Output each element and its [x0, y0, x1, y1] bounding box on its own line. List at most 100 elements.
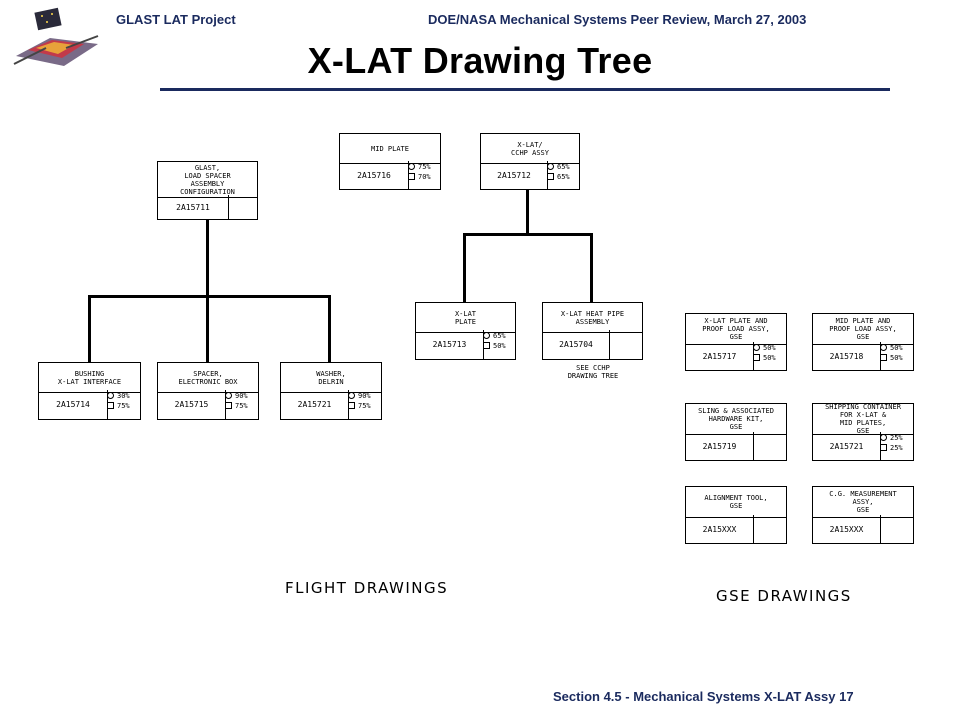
square-status-icon — [880, 444, 887, 451]
drawing-number: 2A15711 — [158, 195, 229, 219]
drawing-number: 2A15716 — [340, 161, 409, 189]
drawing-number: 2A15717 — [686, 342, 754, 370]
connector-line — [206, 219, 209, 296]
percent-complete: 65% — [557, 172, 570, 181]
status-marks: 30% 75% — [105, 390, 140, 419]
percent-complete: 90% — [235, 391, 248, 400]
percent-complete: 65% — [557, 162, 570, 171]
percent-complete: 50% — [890, 343, 903, 352]
percent-complete: 50% — [493, 341, 506, 350]
percent-complete: 75% — [418, 162, 431, 171]
box-title: MID PLATE — [371, 144, 409, 153]
percent-complete: 50% — [763, 353, 776, 362]
connector-line — [526, 189, 529, 235]
header-project: GLAST LAT Project — [116, 12, 236, 27]
connector-line — [590, 233, 593, 302]
percent-complete: 25% — [890, 443, 903, 452]
circle-status-icon — [483, 332, 490, 339]
percent-complete: 75% — [117, 401, 130, 410]
circle-status-icon — [880, 344, 887, 351]
box-title: SPACER, ELECTRONIC BOX — [178, 369, 238, 386]
drawing-number: 2A15XXX — [813, 515, 881, 543]
box-shipping-container: SHIPPING CONTAINER FOR X-LAT & MID PLATE… — [812, 403, 914, 461]
box-title: SHIPPING CONTAINER FOR X-LAT & MID PLATE… — [825, 403, 901, 435]
footer-section: Section 4.5 - Mechanical Systems X-LAT A… — [553, 689, 854, 704]
drawing-number: 2A15721 — [281, 390, 349, 419]
drawing-number: 2A15719 — [686, 432, 754, 460]
box-title: BUSHING X-LAT INTERFACE — [57, 369, 122, 386]
box-bushing: BUSHING X-LAT INTERFACE 2A15714 30% 75% — [38, 362, 141, 420]
status-marks: 75% 70% — [406, 161, 440, 189]
box-title: X-LAT PLATE — [454, 309, 477, 326]
box-title: X-LAT HEAT PIPE ASSEMBLY — [560, 309, 625, 326]
page-title: X-LAT Drawing Tree — [307, 40, 653, 81]
circle-status-icon — [225, 392, 232, 399]
percent-complete: 65% — [493, 331, 506, 340]
circle-status-icon — [880, 434, 887, 441]
drawing-number: 2A15721 — [813, 432, 881, 460]
percent-complete: 75% — [235, 401, 248, 410]
connector-line — [89, 295, 330, 298]
status-marks: 50% 50% — [751, 342, 786, 370]
percent-complete: 50% — [890, 353, 903, 362]
flight-drawings-label: FLIGHT DRAWINGS — [285, 579, 449, 597]
square-status-icon — [408, 173, 415, 180]
glast-logo — [13, 7, 99, 66]
square-status-icon — [753, 354, 760, 361]
connector-line — [328, 295, 331, 362]
circle-status-icon — [753, 344, 760, 351]
connector-line — [464, 233, 592, 236]
box-title: WASHER, DELRIN — [316, 369, 346, 386]
connector-line — [463, 233, 466, 302]
gse-drawings-label: GSE DRAWINGS — [716, 587, 852, 605]
square-status-icon — [547, 173, 554, 180]
status-marks: 90% 75% — [346, 390, 381, 419]
square-status-icon — [880, 354, 887, 361]
square-status-icon — [483, 342, 490, 349]
drawing-number: 2A15XXX — [686, 515, 754, 543]
percent-complete: 90% — [358, 391, 371, 400]
box-washer: WASHER, DELRIN 2A15721 90% 75% — [280, 362, 382, 420]
square-status-icon — [348, 402, 355, 409]
percent-complete: 70% — [418, 172, 431, 181]
title-rule — [160, 88, 890, 91]
box-title: X-LAT PLATE AND PROOF LOAD ASSY, GSE — [702, 317, 770, 341]
status-marks: 65% 65% — [545, 161, 579, 189]
circle-status-icon — [107, 392, 114, 399]
drawing-number: 2A15718 — [813, 342, 881, 370]
box-heat-pipe: X-LAT HEAT PIPE ASSEMBLY 2A15704 — [542, 302, 643, 360]
box-title: SLING & ASSOCIATED HARDWARE KIT, GSE — [698, 407, 774, 431]
status-marks: 65% 50% — [481, 330, 515, 359]
percent-complete: 75% — [358, 401, 371, 410]
box-xlat-cchp-assy: X-LAT/ CCHP ASSY 2A15712 65% 65% — [480, 133, 580, 190]
box-title: X-LAT/ CCHP ASSY — [511, 140, 549, 157]
see-cchp-note: SEE CCHP DRAWING TREE — [567, 364, 619, 380]
status-marks: 50% 50% — [878, 342, 913, 370]
circle-status-icon — [547, 163, 554, 170]
box-xlat-plate: X-LAT PLATE 2A15713 65% 50% — [415, 302, 516, 360]
drawing-number: 2A15713 — [416, 330, 484, 359]
connector-line — [88, 295, 91, 362]
percent-complete: 50% — [763, 343, 776, 352]
circle-status-icon — [408, 163, 415, 170]
drawing-number: 2A15715 — [158, 390, 226, 419]
status-marks: 90% 75% — [223, 390, 258, 419]
box-title: ALIGNMENT TOOL, GSE — [704, 494, 768, 510]
box-glast-load-spacer: GLAST, LOAD SPACER ASSEMBLY CONFIGURATIO… — [157, 161, 258, 220]
percent-complete: 30% — [117, 391, 130, 400]
box-mid-plate: MID PLATE 2A15716 75% 70% — [339, 133, 441, 190]
box-sling-hardware: SLING & ASSOCIATED HARDWARE KIT, GSE 2A1… — [685, 403, 787, 461]
drawing-number: 2A15704 — [543, 330, 610, 359]
box-title: MID PLATE AND PROOF LOAD ASSY, GSE — [829, 317, 897, 341]
box-spacer: SPACER, ELECTRONIC BOX 2A15715 90% 75% — [157, 362, 259, 420]
connector-line — [206, 295, 209, 362]
status-marks: 25% 25% — [878, 432, 913, 460]
box-plate-proof-load: X-LAT PLATE AND PROOF LOAD ASSY, GSE 2A1… — [685, 313, 787, 371]
drawing-number: 2A15712 — [481, 161, 548, 189]
box-title: C.G. MEASUREMENT ASSY, GSE — [829, 490, 897, 514]
box-alignment-tool: ALIGNMENT TOOL, GSE 2A15XXX — [685, 486, 787, 544]
percent-complete: 25% — [890, 433, 903, 442]
drawing-number: 2A15714 — [39, 390, 108, 419]
box-cg-measurement: C.G. MEASUREMENT ASSY, GSE 2A15XXX — [812, 486, 914, 544]
box-mid-plate-proof-load: MID PLATE AND PROOF LOAD ASSY, GSE 2A157… — [812, 313, 914, 371]
